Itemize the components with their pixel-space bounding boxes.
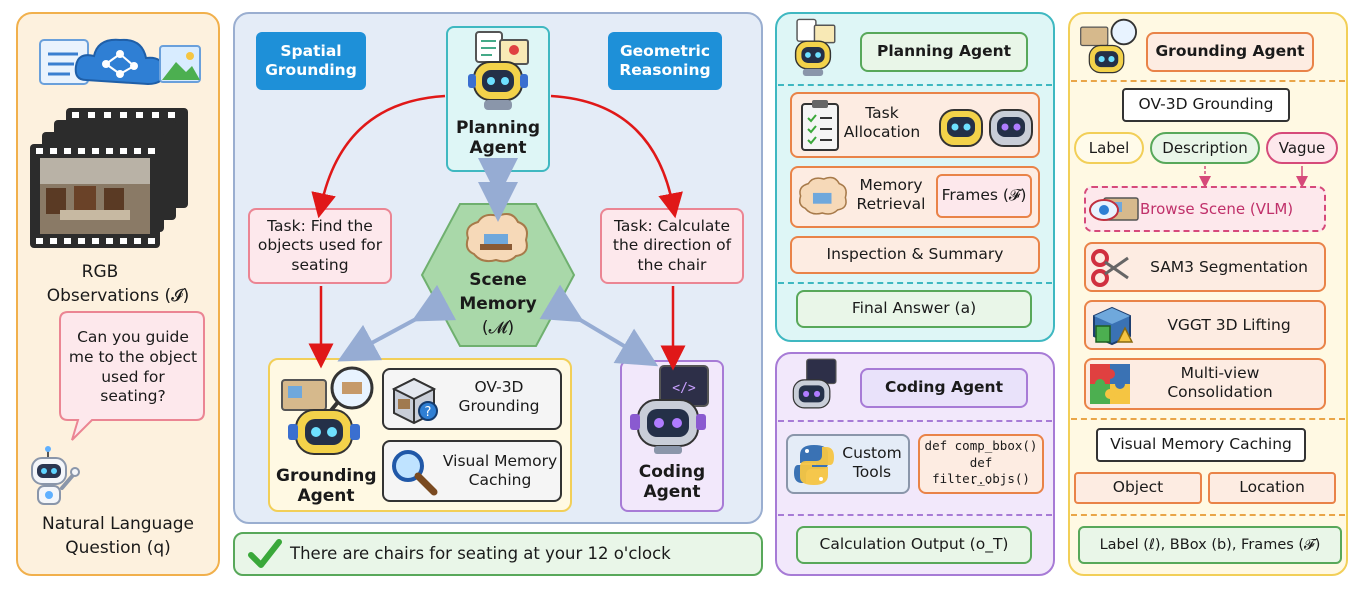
planning-panel-title: Planning Agent	[860, 32, 1028, 72]
multimodal-cloud-icon	[39, 38, 201, 86]
rgb-label-line1: RGB	[81, 262, 119, 282]
browse-scene-icon	[1089, 197, 1139, 221]
final-answer-box[interactable]: Final Answer (a)	[796, 290, 1032, 328]
grounding-divider-1	[1071, 80, 1345, 82]
location-box[interactable]: Location	[1208, 472, 1336, 504]
multiview-label: Multi-view Consolidation	[1167, 364, 1273, 402]
calculation-output-box[interactable]: Calculation Output (o_T)	[796, 526, 1032, 564]
answer-text: There are chairs for seating at your 12 …	[290, 544, 671, 563]
grounding-panel-robot-icon	[1080, 18, 1137, 74]
scene-memory-line1: Scene	[469, 270, 527, 290]
user-robot-icon	[31, 446, 80, 505]
3d-shapes-icon	[1093, 306, 1134, 346]
ov3d-label: OV-3D Grounding	[458, 378, 540, 416]
ov3d-header-box: OV-3D Grounding	[1122, 88, 1290, 122]
coding-divider-top	[778, 420, 1052, 422]
object-box[interactable]: Object	[1074, 472, 1202, 504]
nl-label-line2: Question (q)	[65, 538, 171, 558]
scissors-icon	[1091, 249, 1129, 287]
grounding-divider-3	[1071, 514, 1345, 516]
question-bubble-text: Can you guide me to the object used for …	[68, 328, 198, 406]
planning-divider-top	[778, 84, 1052, 86]
frames-box: Frames (𝓕)	[936, 174, 1032, 218]
clipboard-icon	[801, 100, 839, 151]
spatial-grounding-label: Spatial Grounding	[256, 32, 366, 90]
allocation-robots-icon	[939, 109, 1033, 147]
rgb-label-line2: Observations (𝓘)	[46, 286, 190, 306]
checkmark-icon	[248, 539, 282, 568]
code-line-1: def comp_bbox()	[924, 438, 1038, 453]
grounding-panel-title: Grounding Agent	[1146, 32, 1314, 72]
cube-search-icon: ?	[391, 377, 438, 425]
description-chip[interactable]: Description	[1150, 132, 1260, 164]
code-line-3: ...	[969, 472, 993, 487]
visual-memory-caching-header: Visual Memory Caching	[1096, 428, 1306, 462]
sam3-label: SAM3 Segmentation	[1150, 258, 1308, 276]
grounding-robot-icon	[281, 366, 374, 455]
visual-memory-caching-label: Visual Memory Caching	[442, 452, 558, 490]
code-line-2: def filter_objs()	[932, 455, 1030, 486]
coding-robot-icon: </>	[630, 365, 709, 454]
label-chip[interactable]: Label	[1074, 132, 1144, 164]
svg-text:</>: </>	[672, 381, 696, 396]
code-snippet-box	[918, 434, 1044, 494]
vggt-label: VGGT 3D Lifting	[1167, 316, 1291, 334]
planning-panel-robot-icon	[794, 18, 836, 76]
task-allocation-label: Task Allocation	[843, 104, 921, 142]
center-arrows	[308, 94, 686, 371]
grounding-agent-label: Grounding Agent	[276, 466, 377, 507]
grounding-output-box[interactable]: Label (ℓ), BBox (b), Frames (𝓕)	[1078, 526, 1342, 564]
coding-panel-title: Coding Agent	[860, 368, 1028, 408]
geometric-reasoning-label: Geometric Reasoning	[608, 32, 722, 90]
brain-room-icon	[465, 213, 528, 263]
memory-retrieval-label: Memory Retrieval	[856, 176, 926, 214]
scene-memory-line3: (𝓜)	[481, 318, 515, 338]
memory-brain-icon	[798, 176, 847, 215]
scene-memory-line2: Memory	[459, 294, 537, 314]
question-bubble-shape	[59, 311, 205, 441]
task-box-right: Task: Calculate the direction of the cha…	[600, 208, 744, 284]
puzzle-icon	[1090, 364, 1130, 404]
planning-robot-icon	[468, 31, 529, 110]
browse-scene-label: Browse Scene (VLM)	[1140, 200, 1294, 218]
inspection-summary-box[interactable]: Inspection & Summary	[790, 236, 1040, 274]
task-box-left: Task: Find the objects used for seating	[248, 208, 392, 284]
magnifier-icon	[392, 450, 438, 496]
scene-memory-hexagon	[420, 203, 576, 347]
sam3-box[interactable]	[1084, 242, 1326, 292]
svg-text:?: ?	[425, 405, 432, 420]
python-icon	[794, 445, 834, 485]
planning-divider-bottom	[778, 282, 1052, 284]
nl-label-line1: Natural Language	[41, 514, 194, 534]
custom-tools-label: Custom Tools	[842, 444, 902, 482]
vague-chip[interactable]: Vague	[1266, 132, 1338, 164]
rgb-frames-icon	[30, 108, 188, 248]
coding-agent-label: Coding Agent	[638, 462, 706, 503]
planning-agent-label: Planning Agent	[455, 118, 541, 159]
chip-to-browse-arrows	[1199, 166, 1308, 188]
grounding-divider-2	[1071, 418, 1345, 420]
coding-panel-robot-icon	[792, 358, 837, 409]
coding-divider-bottom	[778, 514, 1052, 516]
answer-bar	[233, 532, 763, 576]
